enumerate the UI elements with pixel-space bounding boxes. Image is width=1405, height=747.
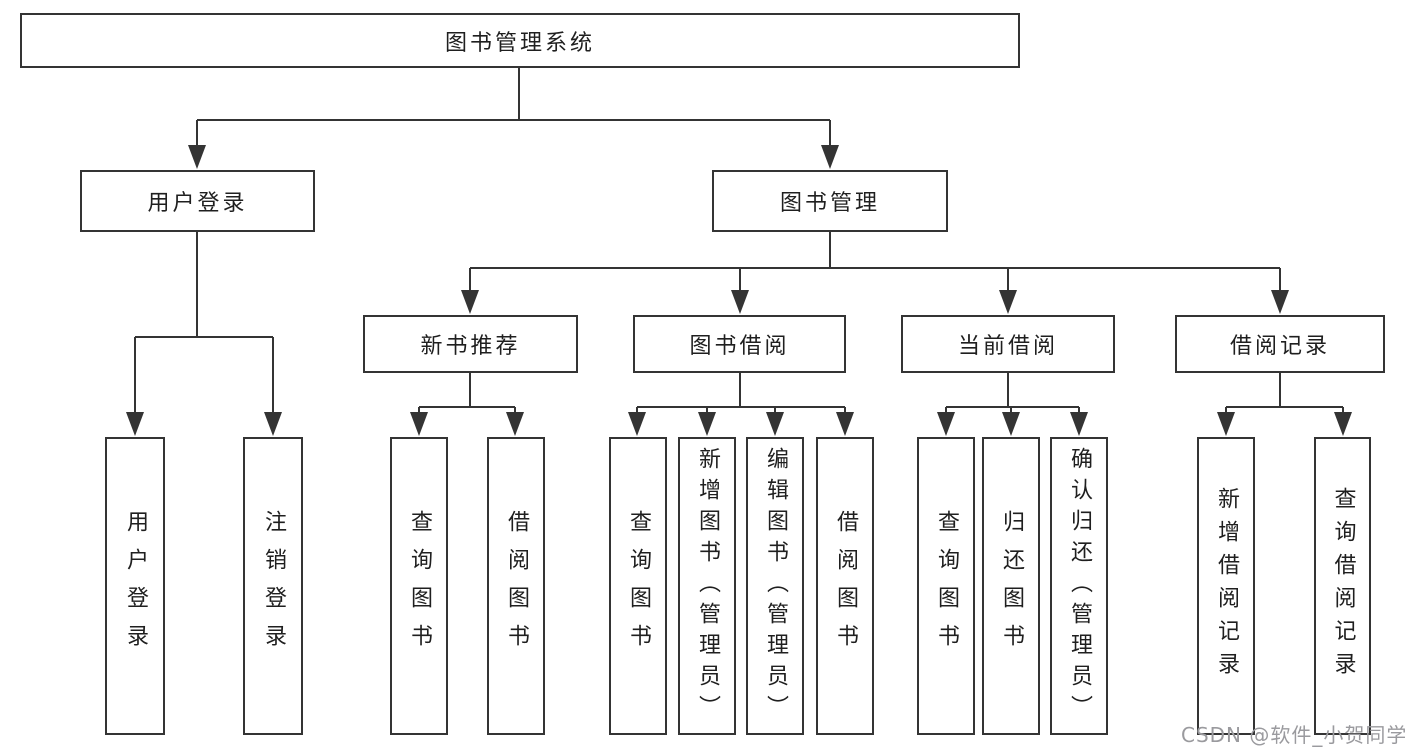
leaf-borrow-books-borrow-label: 借阅图书 [833, 510, 858, 662]
node-user-login: 用户登录 [80, 170, 315, 232]
node-new-books: 新书推荐 [363, 315, 578, 373]
leaf-confirm-return-admin: 确认归还（管理员） [1050, 437, 1108, 735]
node-borrow-records: 借阅记录 [1175, 315, 1385, 373]
leaf-search-books-newbooks: 查询图书 [390, 437, 448, 735]
leaf-logout: 注销登录 [243, 437, 303, 735]
node-user-login-label: 用户登录 [147, 191, 248, 216]
node-current-borrow: 当前借阅 [901, 315, 1115, 373]
connector-book-borrow-children [628, 373, 854, 436]
leaf-confirm-return-admin-label: 确认归还（管理员） [1067, 446, 1092, 726]
node-borrow-records-label: 借阅记录 [1229, 334, 1330, 359]
connector-book-mgmt-children [461, 232, 1289, 314]
node-book-borrow: 图书借阅 [633, 315, 846, 373]
leaf-edit-books-admin-label: 编辑图书（管理员） [763, 446, 788, 726]
leaf-borrow-books-newbooks-label: 借阅图书 [504, 510, 529, 662]
leaf-search-books-newbooks-label: 查询图书 [407, 510, 432, 662]
connector-user-login-children [126, 232, 282, 436]
connector-borrow-records-children [1217, 373, 1352, 436]
leaf-add-borrow-record: 新增借阅记录 [1197, 437, 1255, 735]
leaf-add-borrow-record-label: 新增借阅记录 [1214, 487, 1239, 685]
node-book-borrow-label: 图书借阅 [689, 334, 790, 359]
node-book-mgmt: 图书管理 [712, 170, 948, 232]
connector-root-children [188, 68, 839, 169]
connector-new-books-children [410, 373, 524, 436]
leaf-borrow-books-newbooks: 借阅图书 [487, 437, 545, 735]
node-root-label: 图书管理系统 [444, 30, 595, 56]
leaf-search-books-current-label: 查询图书 [934, 510, 959, 662]
leaf-search-borrow-record: 查询借阅记录 [1314, 437, 1371, 735]
leaf-edit-books-admin: 编辑图书（管理员） [746, 437, 804, 735]
leaf-user-login: 用户登录 [105, 437, 165, 735]
leaf-logout-label: 注销登录 [261, 510, 286, 662]
connector-current-borrow-children [937, 373, 1088, 436]
leaf-add-books-admin: 新增图书（管理员） [678, 437, 736, 735]
leaf-search-books-borrow: 查询图书 [609, 437, 667, 735]
node-book-mgmt-label: 图书管理 [779, 191, 880, 216]
leaf-add-books-admin-label: 新增图书（管理员） [695, 446, 720, 726]
leaf-search-borrow-record-label: 查询借阅记录 [1330, 487, 1356, 685]
csdn-watermark: CSDN @软件_小贺同学 [1181, 723, 1405, 747]
node-current-borrow-label: 当前借阅 [957, 334, 1058, 359]
node-root: 图书管理系统 [20, 13, 1020, 68]
leaf-return-books-label: 归还图书 [999, 510, 1024, 662]
leaf-search-books-borrow-label: 查询图书 [626, 510, 651, 662]
node-new-books-label: 新书推荐 [420, 334, 521, 359]
leaf-borrow-books-borrow: 借阅图书 [816, 437, 874, 735]
leaf-user-login-label: 用户登录 [123, 510, 148, 662]
leaf-search-books-current: 查询图书 [917, 437, 975, 735]
leaf-return-books: 归还图书 [982, 437, 1040, 735]
